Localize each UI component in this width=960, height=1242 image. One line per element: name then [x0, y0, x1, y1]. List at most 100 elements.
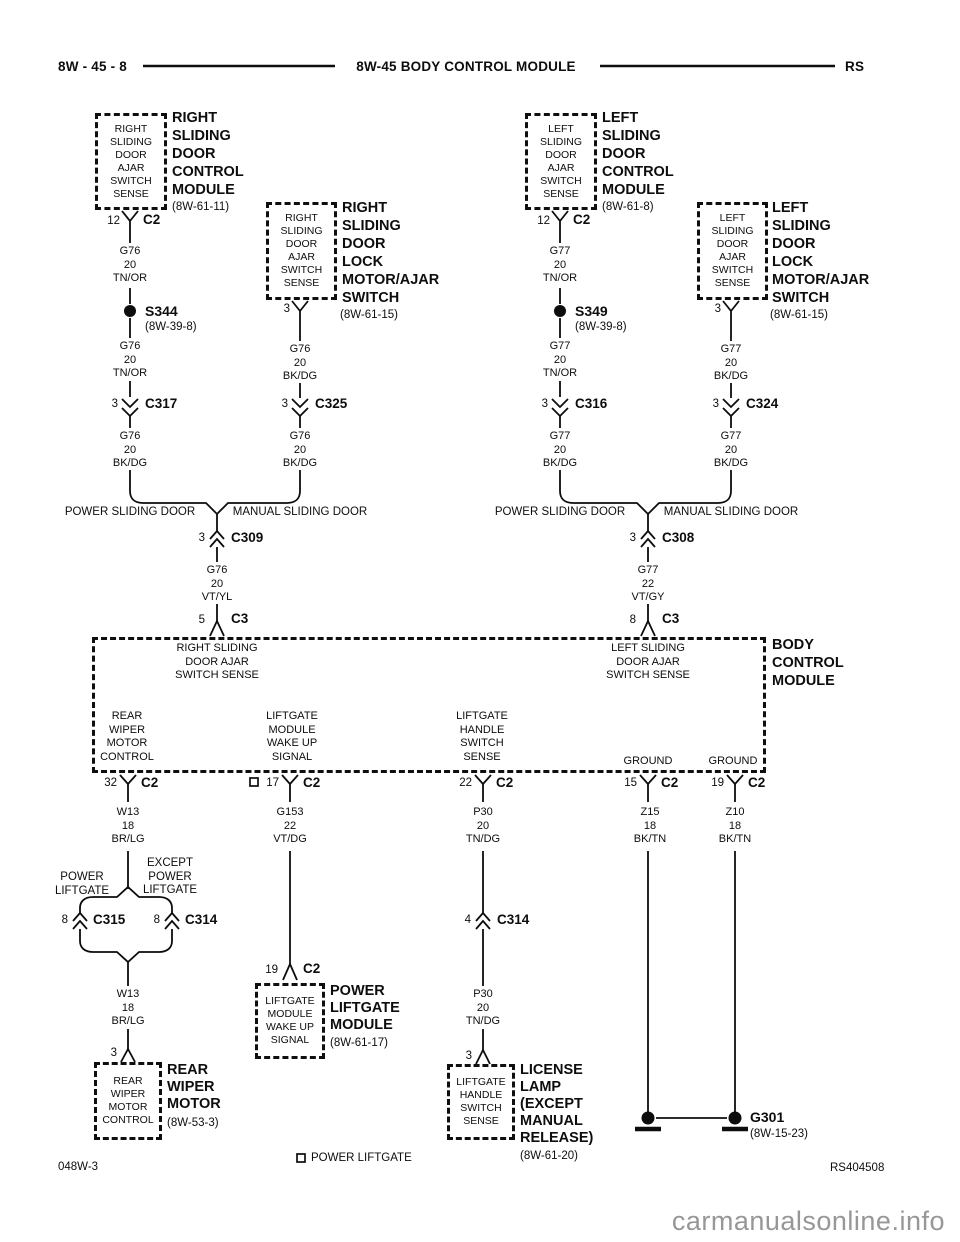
connector-name: C309 [231, 530, 264, 545]
branch-label: POWER SLIDING DOOR [494, 506, 626, 518]
connector-name: C317 [145, 396, 178, 411]
ground-symbols [635, 1111, 748, 1132]
branch-label: EXCEPT POWER LIFTGATE [142, 857, 198, 896]
component-ref: (8W-61-20) [520, 1150, 578, 1162]
ground-ref: (8W-15-23) [750, 1128, 808, 1140]
pin-number: 3 [541, 398, 548, 410]
wire-label: G77 20 TN/OR [542, 245, 578, 284]
wire-label: G76 20 BK/DG [282, 343, 318, 382]
pin-number: 19 [265, 964, 278, 976]
connector-name: C2 [661, 775, 679, 790]
pin-number: 3 [714, 303, 721, 315]
pin-number: 5 [198, 614, 205, 626]
component-ref: (8W-61-8) [602, 201, 654, 213]
component-ref: (8W-61-15) [770, 309, 828, 321]
pin-number: 8 [629, 614, 636, 626]
pin-number: 8 [153, 914, 160, 926]
component-ref: (8W-61-15) [340, 309, 398, 321]
branch-label: POWER SLIDING DOOR [64, 506, 196, 518]
connector-name: C2 [143, 212, 161, 227]
sheet-code: 048W-3 [58, 1161, 99, 1173]
right-sliding-door-lock-motor-box: RIGHT SLIDING DOOR AJAR SWITCH SENSE [266, 202, 337, 300]
wire-label: G77 22 VT/GY [631, 564, 665, 603]
bcm-port-left-ajar: LEFT SLIDING DOOR AJAR SWITCH SENSE [606, 642, 690, 681]
component-name: LICENSE LAMP (EXCEPT MANUAL RELEASE) [520, 1062, 594, 1146]
component-name: RIGHT SLIDING DOOR CONTROL MODULE [172, 110, 244, 198]
connector-name: C316 [575, 396, 608, 411]
power-liftgate-module-box: LIFTGATE MODULE WAKE UP SIGNAL [255, 983, 325, 1059]
connector-name: C314 [185, 912, 218, 927]
wire-label: W13 18 BR/LG [111, 806, 145, 845]
box-port-label: LEFT SLIDING DOOR AJAR SWITCH SENSE [539, 122, 582, 200]
box-port-label: LIFTGATE MODULE WAKE UP SIGNAL [265, 995, 315, 1046]
connector-name: C3 [662, 611, 680, 626]
wire-label: G77 20 BK/DG [542, 430, 578, 469]
component-name: LEFT SLIDING DOOR CONTROL MODULE [602, 110, 674, 198]
pin-number: 12 [537, 215, 550, 227]
wire-label: G153 22 VT/DG [273, 806, 307, 845]
pin-number: 8 [61, 914, 68, 926]
bcm-name: BODY CONTROL MODULE [772, 637, 844, 689]
pin-number: 17 [266, 777, 279, 789]
splice-dots [124, 305, 566, 317]
pin-number: 3 [110, 1047, 117, 1059]
connector-name: C314 [497, 912, 530, 927]
right-sliding-door-control-module-box: RIGHT SLIDING DOOR AJAR SWITCH SENSE [95, 113, 167, 210]
wire-label: G76 20 BK/DG [112, 430, 148, 469]
wire-label: G77 20 BK/DG [713, 343, 749, 382]
branch-label: MANUAL SLIDING DOOR [232, 506, 368, 518]
splice-name: S349 [575, 303, 608, 319]
bcm-port-liftgate-wake: LIFTGATE MODULE WAKE UP SIGNAL [266, 710, 318, 763]
box-port-label: RIGHT SLIDING DOOR AJAR SWITCH SENSE [109, 122, 152, 200]
wire-label: G77 20 BK/DG [713, 430, 749, 469]
wire-label: G76 20 BK/DG [282, 430, 318, 469]
pin-number: 19 [711, 777, 724, 789]
pin-number: 32 [104, 777, 117, 789]
splice-ref: (8W-39-8) [575, 321, 627, 333]
body-control-module-box [92, 637, 766, 773]
pin-number: 3 [283, 303, 290, 315]
box-port-label: RIGHT SLIDING DOOR AJAR SWITCH SENSE [280, 212, 323, 289]
component-name: REAR WIPER MOTOR [167, 1062, 221, 1112]
pin-number: 3 [465, 1050, 472, 1062]
branch-label: MANUAL SLIDING DOOR [663, 506, 799, 518]
branch-label: POWER LIFTGATE [54, 871, 110, 897]
pin-number: 12 [107, 215, 120, 227]
option-square-icons [249, 777, 306, 1163]
component-ref: (8W-61-11) [172, 201, 230, 213]
sheet-number: RS404508 [830, 1162, 885, 1174]
component-name: RIGHT SLIDING DOOR LOCK MOTOR/AJAR SWITC… [342, 200, 440, 306]
pin-number: 3 [198, 532, 205, 544]
license-lamp-switch-box: LIFTGATE HANDLE SWITCH SENSE [447, 1064, 515, 1140]
left-sliding-door-lock-motor-box: LEFT SLIDING DOOR AJAR SWITCH SENSE [697, 202, 768, 300]
wires [72, 210, 744, 1119]
wire-label: G76 20 TN/OR [112, 340, 148, 379]
component-name: POWER LIFTGATE MODULE [330, 983, 400, 1033]
connector-name: C3 [231, 611, 249, 626]
connector-name: C324 [746, 396, 779, 411]
pin-number: 22 [459, 777, 472, 789]
connector-name: C2 [303, 775, 321, 790]
pin-number: 3 [281, 398, 288, 410]
connector-name: C2 [141, 775, 159, 790]
box-port-label: REAR WIPER MOTOR CONTROL [102, 1075, 154, 1126]
bcm-port-liftgate-handle: LIFTGATE HANDLE SWITCH SENSE [456, 710, 508, 763]
wire-label: Z10 18 BK/TN [718, 806, 752, 845]
bcm-port-rear-wiper: REAR WIPER MOTOR CONTROL [100, 710, 154, 763]
bcm-port-ground-2: GROUND [708, 755, 758, 767]
connector-name: C315 [93, 912, 126, 927]
wire-label: P30 20 TN/DG [465, 806, 501, 845]
splice-ref: (8W-39-8) [145, 321, 197, 333]
pin-number: 15 [624, 777, 637, 789]
wire-label: G77 20 TN/OR [542, 340, 578, 379]
pin-number: 3 [111, 398, 118, 410]
rear-wiper-motor-control-box: REAR WIPER MOTOR CONTROL [94, 1062, 162, 1140]
connector-name: C2 [496, 775, 514, 790]
connector-name: C2 [303, 961, 321, 976]
page-title: 8W-45 BODY CONTROL MODULE [356, 59, 576, 74]
bcm-port-ground-1: GROUND [623, 755, 673, 767]
ground-name: G301 [750, 1109, 785, 1125]
component-name: LEFT SLIDING DOOR LOCK MOTOR/AJAR SWITCH [772, 200, 870, 306]
